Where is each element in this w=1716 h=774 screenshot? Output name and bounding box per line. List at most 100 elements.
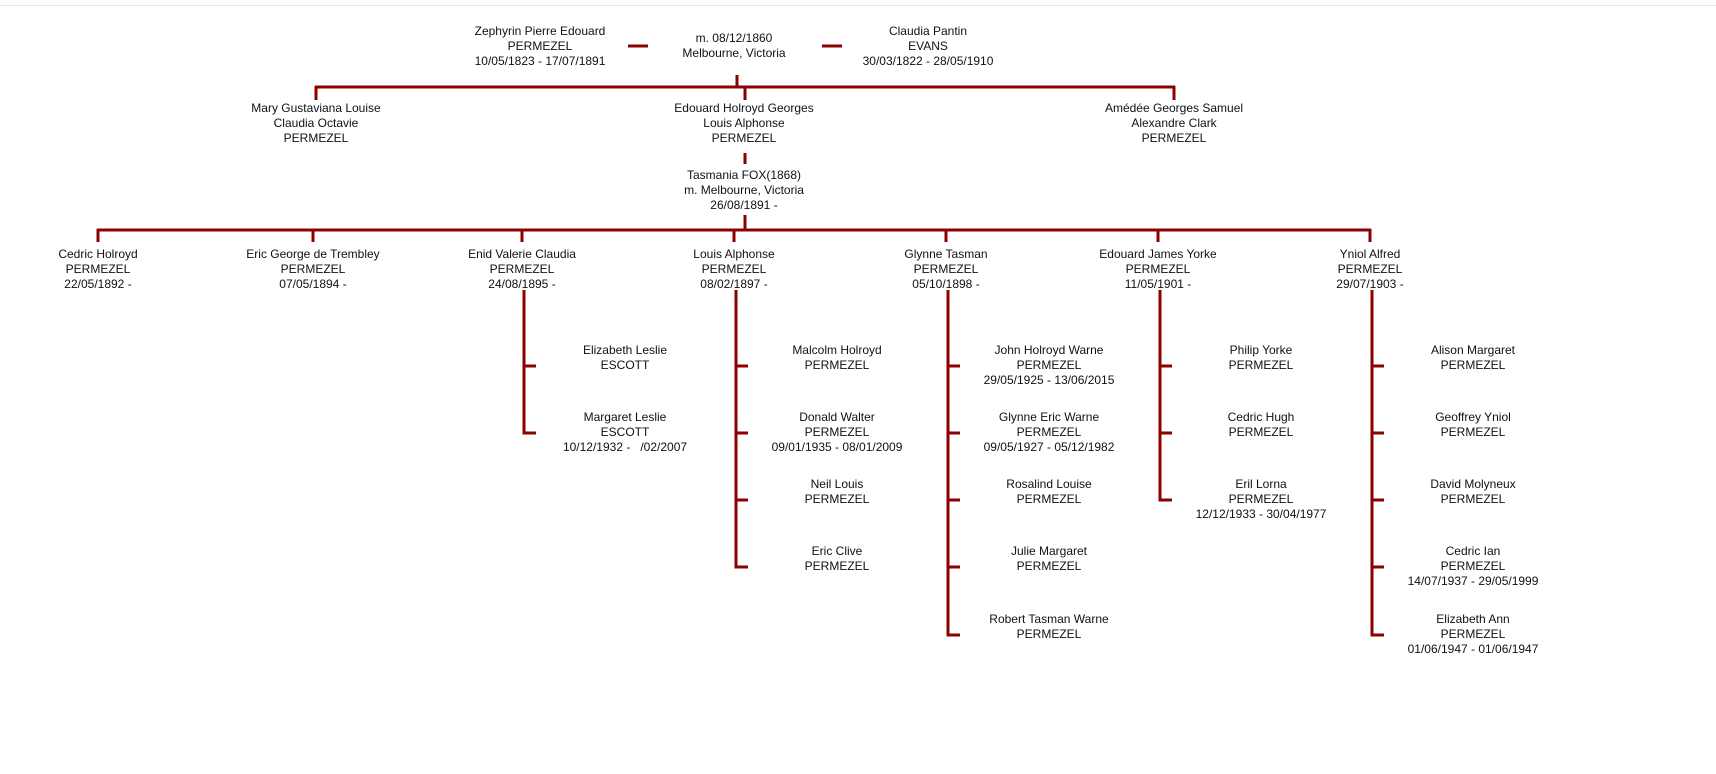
- person-text-line: Robert Tasman Warne: [989, 612, 1109, 626]
- person-text-line: Elizabeth Ann: [1436, 612, 1510, 626]
- person-text-line: 26/08/1891 -: [710, 198, 778, 212]
- person-text-line: Cedric Ian: [1445, 544, 1501, 558]
- person-text-line: 01/06/1947 - 01/06/1947: [1407, 642, 1539, 656]
- person-text-line: Neil Louis: [810, 477, 864, 491]
- person-text-line: PERMEZEL: [1337, 262, 1403, 276]
- person-text-line: PERMEZEL: [1016, 559, 1082, 573]
- person-text-line: Melbourne, Victoria: [682, 46, 786, 60]
- person-text-line: Alison Margaret: [1430, 343, 1516, 357]
- person-text-line: Edouard Holroyd Georges: [674, 101, 814, 115]
- person-text-line: PERMEZEL: [507, 39, 573, 53]
- person-text-line: PERMEZEL: [711, 131, 777, 145]
- person-text-line: Zephyrin Pierre Edouard: [474, 24, 606, 38]
- person-text-line: Donald Walter: [799, 410, 875, 424]
- person-text-line: Elizabeth Leslie: [582, 343, 668, 357]
- person-text-line: PERMEZEL: [1440, 425, 1506, 439]
- person-text-line: EVANS: [908, 39, 948, 53]
- person-text-line: 22/05/1892 -: [64, 277, 132, 291]
- person-text-line: Glynne Tasman: [904, 247, 988, 261]
- person-text-line: PERMEZEL: [804, 358, 870, 372]
- person-text-line: PERMEZEL: [283, 131, 349, 145]
- person-text-line: PERMEZEL: [701, 262, 767, 276]
- person-text-line: Cedric Holroyd: [58, 247, 138, 261]
- person-text-line: PERMEZEL: [1440, 358, 1506, 372]
- person-text-line: Louis Alphonse: [693, 247, 775, 261]
- person-text-line: PERMEZEL: [1228, 358, 1294, 372]
- person-text-line: 05/10/1898 -: [912, 277, 980, 291]
- person-text-line: Claudia Octavie: [273, 116, 359, 130]
- person-text-line: 08/02/1897 -: [700, 277, 768, 291]
- top-border: [0, 0, 1716, 6]
- person-text-line: 07/05/1894 -: [279, 277, 347, 291]
- spouse-info[interactable]: Tasmania FOX(1868)m. Melbourne, Victoria…: [624, 168, 864, 213]
- person-text-line: Malcolm Holroyd: [792, 343, 882, 357]
- person-text-line: Alexandre Clark: [1131, 116, 1217, 130]
- person-text-line: 09/05/1927 - 05/12/1982: [983, 440, 1115, 454]
- person-text-line: Enid Valerie Claudia: [468, 247, 576, 261]
- person-text-line: PERMEZEL: [804, 425, 870, 439]
- person-text-line: 14/07/1937 - 29/05/1999: [1407, 574, 1539, 588]
- person-text-line: m. Melbourne, Victoria: [684, 183, 804, 197]
- person-text-line: PERMEZEL: [1016, 492, 1082, 506]
- person-text-line: Eric George de Trembley: [246, 247, 380, 261]
- person-text-line: PERMEZEL: [804, 492, 870, 506]
- person-text-line: PERMEZEL: [1125, 262, 1191, 276]
- person-text-line: PERMEZEL: [1440, 627, 1506, 641]
- person-text-line: Philip Yorke: [1229, 343, 1293, 357]
- person-text-line: David Molyneux: [1430, 477, 1516, 491]
- person-text-line: 24/08/1895 -: [488, 277, 556, 291]
- person-text-line: Edouard James Yorke: [1099, 247, 1217, 261]
- person-text-line: Amédée Georges Samuel: [1104, 101, 1244, 115]
- person-text-line: PERMEZEL: [1016, 627, 1082, 641]
- person-text-line: Eril Lorna: [1235, 477, 1287, 491]
- person-text-line: Glynne Eric Warne: [998, 410, 1100, 424]
- person-text-line: 12/12/1933 - 30/04/1977: [1195, 507, 1327, 521]
- person-text-line: PERMEZEL: [1016, 358, 1082, 372]
- person-text-line: 09/01/1935 - 08/01/2009: [771, 440, 903, 454]
- person-text-line: PERMEZEL: [1228, 492, 1294, 506]
- person-text-line: PERMEZEL: [1141, 131, 1207, 145]
- person-text-line: 29/05/1925 - 13/06/2015: [983, 373, 1115, 387]
- person-text-line: PERMEZEL: [1228, 425, 1294, 439]
- person-text-line: PERMEZEL: [1440, 559, 1506, 573]
- person-text-line: 29/07/1903 -: [1336, 277, 1404, 291]
- person-text-line: Louis Alphonse: [703, 116, 785, 130]
- person-text-line: Mary Gustaviana Louise: [251, 101, 381, 115]
- person-text-line: John Holroyd Warne: [994, 343, 1104, 357]
- person-text-line: 10/12/1932 - /02/2007: [562, 440, 688, 454]
- person-text-line: Rosalind Louise: [1006, 477, 1092, 491]
